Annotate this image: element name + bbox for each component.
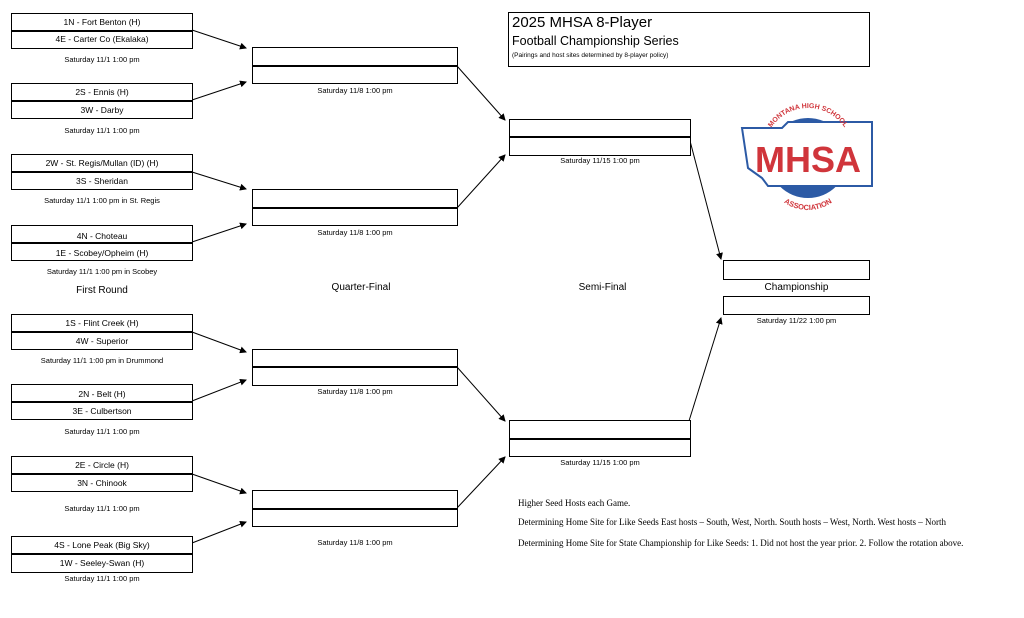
fr-team: 3E - Culbertson: [72, 406, 132, 416]
divider: [11, 473, 193, 475]
fr-team: 1W - Seeley-Swan (H): [59, 558, 145, 568]
sf-date: Saturday 11/15 1:00 pm: [560, 458, 640, 467]
fr-date: Saturday 11/1 1:00 pm: [64, 55, 140, 64]
divider: [11, 171, 193, 173]
divider: [11, 100, 193, 102]
champ-slot-1: [723, 260, 870, 280]
fr-date: Saturday 11/1 1:00 pm: [64, 427, 140, 436]
fr-team: 1S - Flint Creek (H): [65, 318, 139, 328]
qf-date: Saturday 11/8 1:00 pm: [317, 228, 393, 237]
divider: [11, 401, 193, 403]
divider: [252, 207, 458, 209]
championship-label: Championship: [764, 282, 829, 293]
qf-date: Saturday 11/8 1:00 pm: [317, 86, 393, 95]
title-box: 2025 MHSA 8-Player Football Championship…: [508, 12, 870, 67]
fr-team: 4N - Choteau: [76, 231, 128, 241]
qf-date: Saturday 11/8 1:00 pm: [317, 387, 393, 396]
fr-date: Saturday 11/1 1:00 pm in St. Regis: [44, 196, 160, 205]
fr-team: 3N - Chinook: [77, 478, 127, 488]
fr-date: Saturday 11/1 1:00 pm: [64, 504, 140, 513]
divider: [252, 508, 458, 510]
round-label-first: First Round: [76, 285, 128, 296]
fr-team: 2N - Belt (H): [78, 389, 126, 399]
divider: [11, 553, 193, 555]
fr-team: 4W - Superior: [75, 336, 129, 346]
fr-team: 2E - Circle (H): [75, 460, 129, 470]
fr-date: Saturday 11/1 1:00 pm: [64, 574, 140, 583]
fr-date: Saturday 11/1 1:00 pm in Drummond: [40, 356, 164, 365]
fr-team: 3W - Darby: [80, 105, 124, 115]
qf-date: Saturday 11/8 1:00 pm: [317, 538, 393, 547]
page-title: 2025 MHSA 8-Player: [512, 14, 653, 31]
fr-team: 2W - St. Regis/Mullan (ID) (H): [45, 158, 159, 168]
fr-team: 1E - Scobey/Opheim (H): [55, 248, 149, 258]
divider: [11, 30, 193, 32]
divider: [252, 366, 458, 368]
round-label-semi: Semi-Final: [578, 282, 627, 293]
note-3: Determining Home Site for State Champion…: [518, 538, 964, 548]
sf-date: Saturday 11/15 1:00 pm: [560, 156, 640, 165]
divider: [11, 331, 193, 333]
mhsa-logo: MHSA MONTANA HIGH SCHOOL ASSOCIATION: [740, 103, 873, 212]
champ-slot-2: [723, 296, 870, 315]
champ-date: Saturday 11/22 1:00 pm: [756, 316, 837, 325]
fr-team: 1N - Fort Benton (H): [63, 17, 141, 27]
fr-team: 3S - Sheridan: [76, 176, 128, 186]
title-note: (Pairings and host sites determined by 8…: [512, 52, 669, 59]
divider: [509, 438, 691, 440]
fr-date: Saturday 11/1 1:00 pm: [64, 126, 140, 135]
note-2: Determining Home Site for Like Seeds Eas…: [518, 517, 947, 527]
fr-team: 4E - Carter Co (Ekalaka): [55, 34, 149, 44]
divider: [11, 242, 193, 244]
note-1: Higher Seed Hosts each Game.: [518, 498, 631, 508]
page-subtitle: Football Championship Series: [512, 34, 679, 48]
logo-letters: MHSA: [755, 139, 861, 180]
fr-team: 2S - Ennis (H): [75, 87, 129, 97]
round-label-quarter: Quarter-Final: [331, 282, 391, 293]
divider: [509, 136, 691, 138]
svg-text:ASSOCIATION: ASSOCIATION: [783, 196, 834, 212]
divider: [252, 65, 458, 67]
logo-arc-bottom: ASSOCIATION: [783, 196, 834, 212]
fr-date: Saturday 11/1 1:00 pm in Scobey: [46, 267, 158, 276]
fr-team: 4S - Lone Peak (Big Sky): [54, 540, 150, 550]
